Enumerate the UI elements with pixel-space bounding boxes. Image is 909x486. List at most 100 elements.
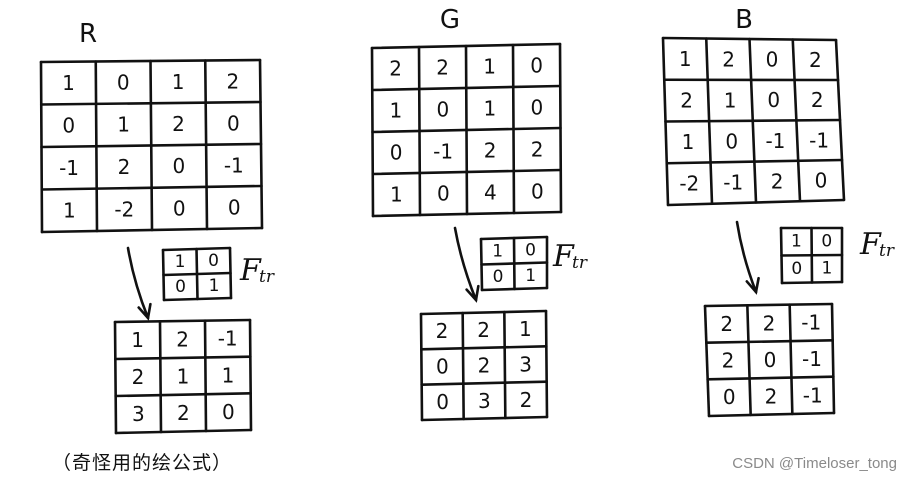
output-matrix-b-vline [788,303,794,416]
output-cell: -1 [802,347,822,371]
output-cell: 3 [519,353,532,377]
input-cell: 0 [437,98,450,122]
channel-label-g: G [440,5,460,35]
output-matrix-b-hline [703,302,834,308]
input-cell: 0 [531,96,544,120]
caption-note: （奇怪用的绘公式） [52,452,233,474]
input-cell: 0 [173,196,186,220]
output-matrix-g [419,309,549,422]
output-matrix-g-hline [419,309,548,316]
kernel-matrix-r-vline [161,248,166,302]
output-matrix-g-vline [419,312,424,422]
output-cell: 1 [131,328,144,352]
input-cell: 1 [484,97,497,121]
flow-arrow-g [453,226,480,303]
input-cell: -2 [679,172,699,196]
kernel-cell: 1 [175,252,186,272]
output-cell: 0 [764,348,777,372]
input-matrix-r-vline [39,60,44,234]
kernel-cell: 0 [791,259,802,279]
kernel-cell: 0 [208,251,219,271]
output-cell: 2 [436,319,449,343]
kernel-cell: 1 [492,241,503,261]
output-matrix-b-hline [706,375,835,381]
input-cell: 2 [172,112,185,136]
output-matrix-r-hline [114,428,253,435]
kernel-matrix-b-vline [779,226,784,285]
input-cell: 4 [484,181,497,205]
output-cell: 2 [520,388,533,412]
kernel-matrix-g-vline [479,237,484,292]
input-matrix-b-vline [661,36,670,207]
output-cell: 1 [222,363,235,387]
kernel-label: F [552,239,575,274]
output-matrix-g-vline [503,310,507,420]
flow-arrow-r-head [137,302,152,321]
output-matrix-r-hline [114,392,252,398]
input-cell: 1 [62,71,75,95]
channel-label-b: B [735,5,753,35]
output-cell: 2 [477,318,490,342]
kernel-cell: 0 [493,267,504,287]
kernel-label: F [239,253,262,288]
input-cell: 2 [389,57,402,81]
output-matrix-r-hline [113,318,252,324]
input-matrix-r-vline [149,59,154,232]
output-matrix-r-vline [248,318,253,432]
input-cell: 2 [226,69,239,93]
input-matrix-r-vline [94,60,99,233]
output-cell: 2 [722,349,735,373]
output-cell: 1 [519,317,532,341]
output-matrix-g-vline [461,311,465,421]
output-cell: 2 [132,365,145,389]
output-cell: 2 [720,312,733,336]
input-cell: 0 [117,70,130,94]
kernel-matrix-r-vline [195,247,199,301]
kernel-label-subscript: tr [572,253,588,273]
kernel-cell: 1 [791,232,802,252]
kernel-matrix-g [479,235,549,292]
kernel-matrix-b [779,226,844,285]
flow-arrow-g-head [465,284,480,303]
input-matrix-b-vline [748,37,758,204]
kernel-label-subscript: tr [259,267,275,287]
kernel-cell: 0 [175,277,186,297]
input-matrix-g-vline [511,43,516,215]
input-cell: 1 [117,113,130,137]
input-cell: 1 [63,198,76,222]
input-cell: -1 [433,140,453,164]
input-cell: 2 [484,139,497,163]
input-cell: 2 [531,138,544,162]
flow-arrow-g-shaft [453,226,478,302]
kernel-matrix-b-vline [810,226,814,284]
kernel-cell: 0 [525,240,536,260]
output-cell: 0 [723,385,736,409]
input-matrix-g-vline [417,45,422,217]
flow-arrow-r [126,246,152,321]
input-cell: 2 [680,89,693,113]
input-matrix-r [39,58,264,234]
output-cell: 0 [436,390,449,414]
input-cell: 1 [172,70,185,94]
input-cell: -1 [224,153,244,177]
input-cell: -2 [114,197,134,221]
input-cell: 0 [767,88,780,112]
input-matrix-g [370,42,563,218]
output-cell: -1 [218,327,238,351]
output-cell: 0 [436,355,449,379]
output-cell: 2 [478,354,491,378]
input-cell: 1 [682,130,695,154]
input-cell: 2 [118,155,131,179]
channel-label-r: R [79,19,97,49]
kernel-cell: 1 [209,276,220,296]
kernel-matrix-g-vline [512,236,516,291]
output-matrix-r-vline [158,320,163,434]
output-matrix-b-hline [707,411,836,418]
input-matrix-r-vline [203,59,209,231]
input-cell: 2 [722,47,735,71]
output-cell: -1 [803,383,823,407]
input-matrix-g-vline [558,42,563,214]
input-cell: 0 [228,195,241,219]
output-matrix-g-vline [544,309,549,419]
input-cell: 0 [62,113,75,137]
